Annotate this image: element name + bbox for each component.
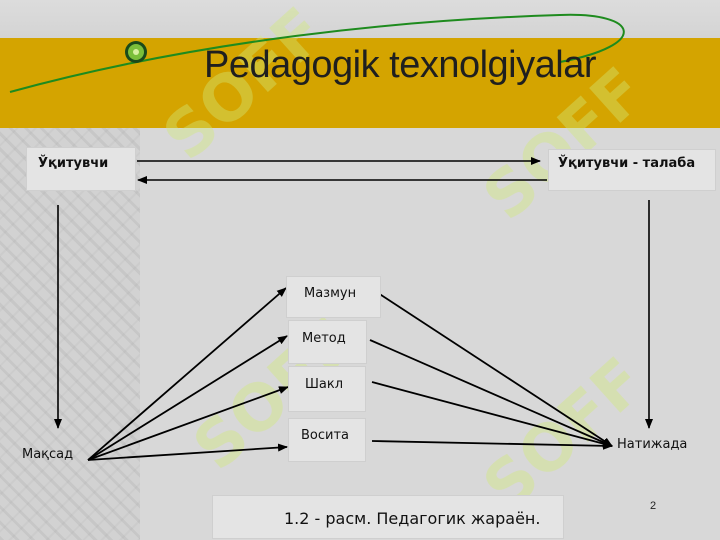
node-means: Восита [301, 428, 350, 443]
slide-title: Pedagogik texnolgiyalar [204, 44, 597, 86]
node-goal: Мақсад [22, 447, 74, 462]
bullet-icon-core [133, 49, 139, 55]
caption-box [212, 495, 564, 539]
node-teacher-box [26, 147, 136, 191]
title-band [0, 38, 720, 128]
arrow-goal-to-means [87, 443, 288, 461]
node-result: Натижада [617, 437, 688, 452]
arrow-goal-to-content [87, 287, 287, 461]
top-band [0, 0, 720, 38]
arrow-method-to-result [369, 339, 613, 447]
node-method: Метод [302, 331, 346, 346]
node-form-box [288, 366, 366, 412]
node-teacher: Ўқитувчи [38, 156, 109, 171]
arrow-content-to-result [377, 292, 613, 447]
arrow-means-to-result [371, 440, 613, 450]
arrow-form-to-result [371, 381, 613, 448]
page-number: 2 [650, 500, 657, 512]
arrow-goal-to-method [87, 335, 288, 461]
node-teacher-student-box [548, 149, 716, 191]
arrow-goal-to-form [87, 386, 289, 461]
node-content-box [286, 276, 381, 318]
node-method-box [288, 320, 367, 364]
title-decorative-curve [9, 13, 625, 93]
node-teacher-student: Ўқитувчи - талаба [558, 156, 696, 171]
node-means-box [288, 418, 366, 462]
node-content: Мазмун [304, 286, 357, 301]
node-form: Шакл [305, 377, 344, 392]
figure-caption: 1.2 - расм. Педагогик жараён. [284, 509, 541, 528]
